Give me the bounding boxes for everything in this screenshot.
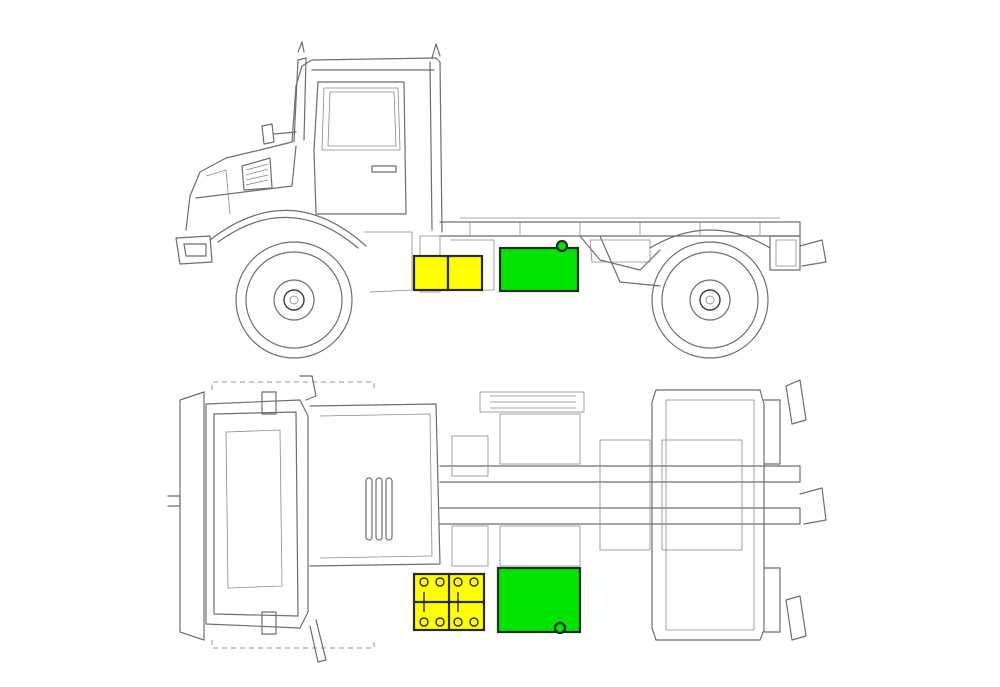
cab-clearance-outline <box>211 381 375 649</box>
fuel-tank-top <box>496 566 582 635</box>
rear-hitch <box>799 487 827 525</box>
cab-rear-line <box>429 61 433 231</box>
side-mirror <box>261 123 275 145</box>
fuel-cap-icon <box>555 239 569 253</box>
roof-antenna <box>431 43 441 59</box>
fuel-tank-side <box>498 239 580 293</box>
chassis-rail-upper <box>439 465 801 483</box>
fuel-cap-icon <box>553 621 567 635</box>
side-view <box>175 41 827 359</box>
cab-outline <box>185 57 443 233</box>
rear-wheel <box>651 241 769 359</box>
front-bumper-top <box>179 391 205 641</box>
rear-tire-upper <box>763 399 781 465</box>
front-bumper <box>175 235 213 265</box>
front-fender <box>209 209 367 247</box>
battery-terminal-icon <box>419 577 429 587</box>
battery-box-side-right <box>446 254 484 292</box>
exhaust-stack <box>293 57 307 143</box>
battery-box-side <box>412 254 484 292</box>
cab-door <box>313 81 407 215</box>
hood-vents <box>365 477 393 541</box>
chassis-frame <box>439 221 801 237</box>
battery-box-top <box>412 572 486 632</box>
top-view <box>167 375 827 663</box>
door-handle <box>371 165 397 173</box>
front-wheel <box>235 241 353 359</box>
rear-body-top <box>309 403 441 567</box>
rear-cylinders <box>769 235 801 271</box>
chassis-rail-lower <box>439 507 801 525</box>
rear-axle-frame <box>651 389 765 641</box>
rear-tire-lower <box>763 567 781 633</box>
cab-roof-top <box>205 399 309 629</box>
battery-box-side-left <box>412 254 450 292</box>
roof-hatch <box>225 429 283 589</box>
door-window <box>321 87 401 151</box>
